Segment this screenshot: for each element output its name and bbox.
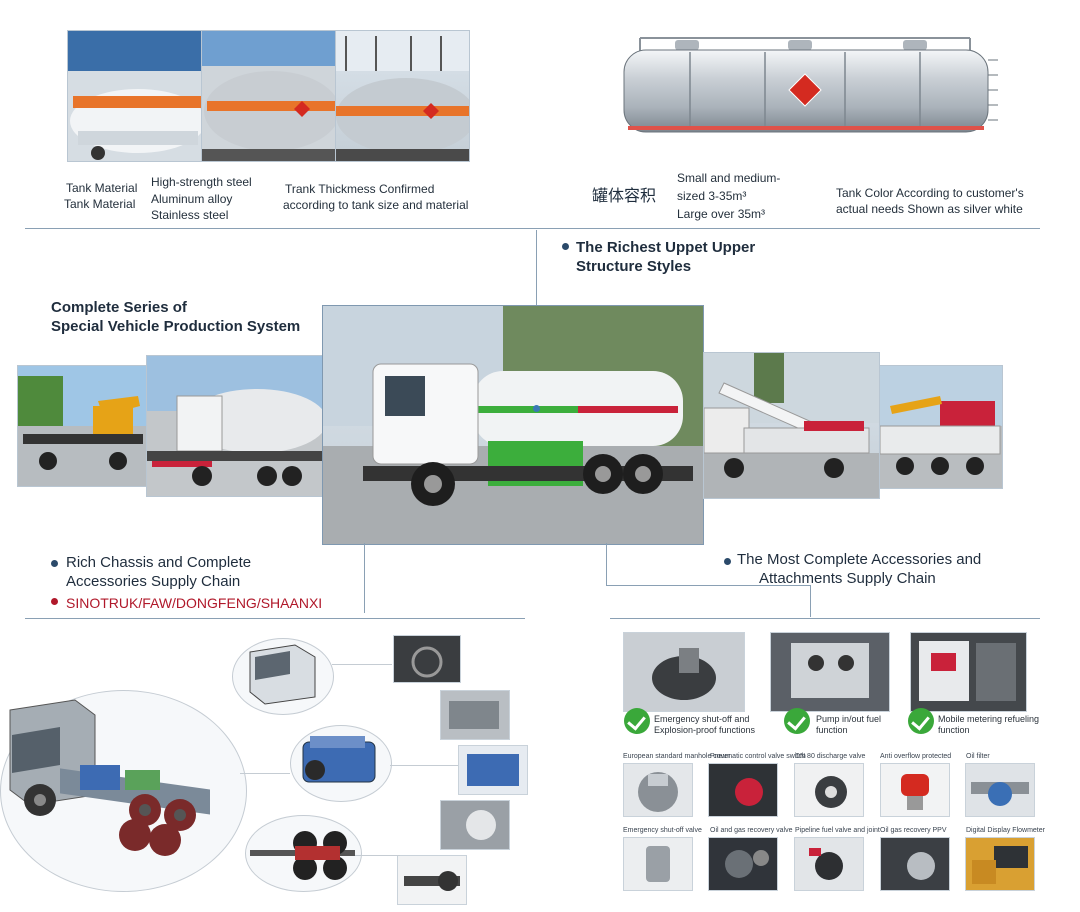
connector-line xyxy=(390,765,458,766)
drive-shaft-thumb xyxy=(397,855,467,905)
accessory-caption: Emergency shut-off valve xyxy=(623,827,702,834)
water-tanker-photo xyxy=(146,355,323,497)
tank-color-text: actual needs Shown as silver white xyxy=(836,202,1023,216)
recovery-valve-thumb xyxy=(708,837,778,891)
tank-thickness-text: Trank Thickmess Confirmed xyxy=(285,182,435,196)
volume-text: sized 3-35m³ xyxy=(677,189,747,203)
accessory-caption: DN 80 discharge valve xyxy=(795,753,866,760)
material-aluminum: Aluminum alloy xyxy=(151,192,233,206)
featured-caption: Pump in/out fuel xyxy=(816,714,882,724)
cab-illustration xyxy=(245,642,320,707)
featured-caption: Mobile metering refueling xyxy=(938,714,1040,724)
featured-caption: function xyxy=(938,725,970,735)
accessory-caption: European standard manhole cover xyxy=(623,753,731,760)
shutoff-valve-thumb xyxy=(623,837,693,891)
gearbox-thumb xyxy=(440,690,510,740)
connector-line xyxy=(355,855,400,856)
featured-caption: function xyxy=(816,725,848,735)
connector-line xyxy=(606,585,811,586)
accessory-caption: Pneumatic control valve switch xyxy=(710,753,806,760)
bullet-dot xyxy=(51,598,58,605)
volume-text: Small and medium- xyxy=(677,171,781,185)
tank-thickness-text: according to tank size and material xyxy=(283,198,469,212)
connector-line xyxy=(364,543,365,613)
center-dot xyxy=(533,405,540,412)
oil-gas-recovery-thumb xyxy=(880,837,950,891)
tanker-photo-1 xyxy=(67,30,202,162)
tank-illustration xyxy=(620,30,1000,140)
divider xyxy=(25,618,525,619)
pneumatic-valve-thumb xyxy=(708,763,778,817)
axle-illustration xyxy=(250,828,355,883)
chassis-brands: SINOTRUK/FAW/DONGFENG/SHAANXI xyxy=(66,595,323,611)
check-icon xyxy=(784,708,810,734)
series-title: Special Vehicle Production System xyxy=(51,318,301,335)
tank-volume-label: 罐体容积 xyxy=(592,188,657,205)
divider xyxy=(25,228,1040,229)
bullet-dot xyxy=(562,243,569,250)
flatbed-crane-truck-photo xyxy=(879,365,1003,489)
tank-material-label: Tank Material xyxy=(66,181,138,195)
tanker-photo-3 xyxy=(335,30,470,162)
divider xyxy=(610,618,1040,619)
bullet-dot xyxy=(51,560,58,567)
crane-truck-photo xyxy=(17,365,147,487)
flowmeter-thumb xyxy=(965,837,1035,891)
connector-line xyxy=(332,664,392,665)
volume-text: Large over 35m³ xyxy=(677,207,766,221)
material-stainless: Stainless steel xyxy=(151,208,229,222)
richest-structure-title: The Richest Uppet Upper xyxy=(576,239,756,256)
series-title: Complete Series of xyxy=(51,299,187,316)
steering-wheel-thumb xyxy=(393,635,461,683)
tank-material-label: Tank Material xyxy=(64,197,136,211)
chassis-title: Rich Chassis and Complete xyxy=(66,554,252,571)
featured-caption: Explosion-proof functions xyxy=(654,725,756,735)
connector-line xyxy=(810,585,811,617)
manhole-cover-thumb xyxy=(623,763,693,817)
main-tanker-photo xyxy=(322,305,704,545)
featured-accessory-1 xyxy=(623,632,745,712)
chassis-illustration xyxy=(0,695,230,860)
bullet-dot xyxy=(724,558,731,565)
connector-line xyxy=(606,543,607,586)
oil-filter-thumb xyxy=(965,763,1035,817)
pipeline-valve-thumb xyxy=(794,837,864,891)
featured-accessory-2 xyxy=(770,632,890,712)
chassis-title: Accessories Supply Chain xyxy=(66,573,241,590)
tank-color-text: Tank Color According to customer's xyxy=(836,186,1024,200)
aerial-platform-truck-photo xyxy=(703,352,880,499)
connector-line xyxy=(536,230,537,305)
discharge-valve-thumb xyxy=(794,763,864,817)
richest-structure-title: Structure Styles xyxy=(576,258,692,275)
material-steel: High-strength steel xyxy=(151,175,252,189)
anti-overflow-thumb xyxy=(880,763,950,817)
brake-drum-thumb xyxy=(440,800,510,850)
accessory-caption: Pipeline fuel valve and joint xyxy=(795,827,880,834)
engine-illustration xyxy=(295,730,385,795)
accessory-caption: Anti overflow protected xyxy=(880,753,952,760)
tanker-photo-2 xyxy=(201,30,336,162)
accessory-caption: Oil gas recovery PPV xyxy=(880,827,947,834)
check-icon xyxy=(908,708,934,734)
accessories-title: Attachments Supply Chain xyxy=(759,570,936,587)
accessory-caption: Oil filter xyxy=(966,753,990,760)
accessory-caption: Digital Display Flowmeter xyxy=(966,827,1045,834)
accessories-title: The Most Complete Accessories and xyxy=(737,551,982,568)
featured-accessory-3 xyxy=(910,632,1027,712)
check-icon xyxy=(624,708,650,734)
featured-caption: Emergency shut-off and xyxy=(654,714,750,724)
engine-block-thumb xyxy=(458,745,528,795)
accessory-caption: Oil and gas recovery valve xyxy=(710,827,793,834)
connector-line xyxy=(240,773,290,774)
